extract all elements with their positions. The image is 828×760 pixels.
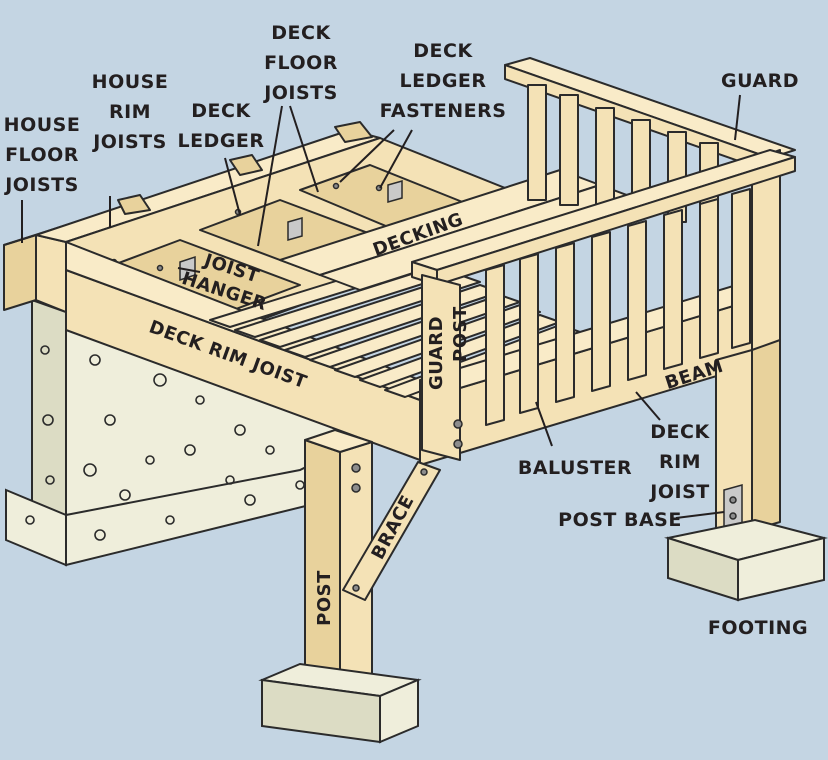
label-deck-ledger: DECK LEDGER (177, 100, 264, 152)
label-deck-floor-joists: DECK FLOOR JOISTS (262, 22, 338, 104)
label-house-floor-joists: HOUSE FLOOR JOISTS (3, 114, 80, 196)
svg-text:LEDGER: LEDGER (177, 130, 264, 152)
svg-text:DECK: DECK (271, 22, 331, 44)
svg-text:JOISTS: JOISTS (262, 82, 338, 104)
leader-deck-floor-joists-1 (257, 105, 283, 247)
svg-text:JOIST: JOIST (648, 481, 709, 503)
leader-guard (734, 94, 741, 141)
leader-deck-rim-joist (635, 391, 661, 421)
leader-lines (21, 94, 741, 519)
svg-text:POST: POST (450, 306, 471, 362)
svg-text:JOISTS: JOISTS (91, 131, 167, 153)
svg-text:DECK: DECK (413, 40, 473, 62)
svg-text:HOUSE: HOUSE (92, 71, 169, 93)
svg-text:DECK: DECK (191, 100, 251, 122)
deck-framing (3, 121, 641, 461)
leader-baluster (535, 401, 553, 447)
svg-text:FLOOR: FLOOR (5, 144, 79, 166)
leader-ledger-fasteners-2 (379, 129, 413, 189)
svg-text:JOISTS: JOISTS (3, 174, 79, 196)
leader-post-base (675, 511, 725, 519)
label-house-rim-joists: HOUSE RIM JOISTS (91, 71, 168, 153)
label-deck-ledger-fasteners: DECK LEDGER FASTENERS (380, 40, 507, 122)
svg-text:RIM: RIM (109, 101, 151, 123)
label-post-base: POST BASE (558, 509, 682, 531)
svg-text:GUARD: GUARD (426, 316, 447, 390)
svg-text:RIM: RIM (659, 451, 701, 473)
label-guard: GUARD (721, 70, 799, 92)
svg-text:FLOOR: FLOOR (264, 52, 338, 74)
label-guard-post: GUARD POST (426, 306, 471, 390)
label-baluster: BALUSTER (518, 457, 632, 479)
leader-deck-floor-joists-2 (289, 105, 319, 193)
label-post: POST (314, 570, 335, 626)
posts-and-footings (258, 339, 828, 744)
svg-text:FASTENERS: FASTENERS (380, 100, 507, 122)
svg-text:LEDGER: LEDGER (399, 70, 486, 92)
house-foundation-wall (5, 298, 361, 567)
svg-text:HOUSE: HOUSE (4, 114, 81, 136)
label-deck-rim-joist-right: DECK RIM JOIST (648, 421, 710, 503)
label-footing: FOOTING (708, 617, 808, 639)
svg-text:DECK: DECK (650, 421, 710, 443)
leader-joist-hanger (177, 267, 201, 273)
leader-ledger-fasteners-1 (339, 129, 395, 183)
leader-deck-ledger (224, 157, 241, 216)
guard-railing (411, 57, 796, 461)
